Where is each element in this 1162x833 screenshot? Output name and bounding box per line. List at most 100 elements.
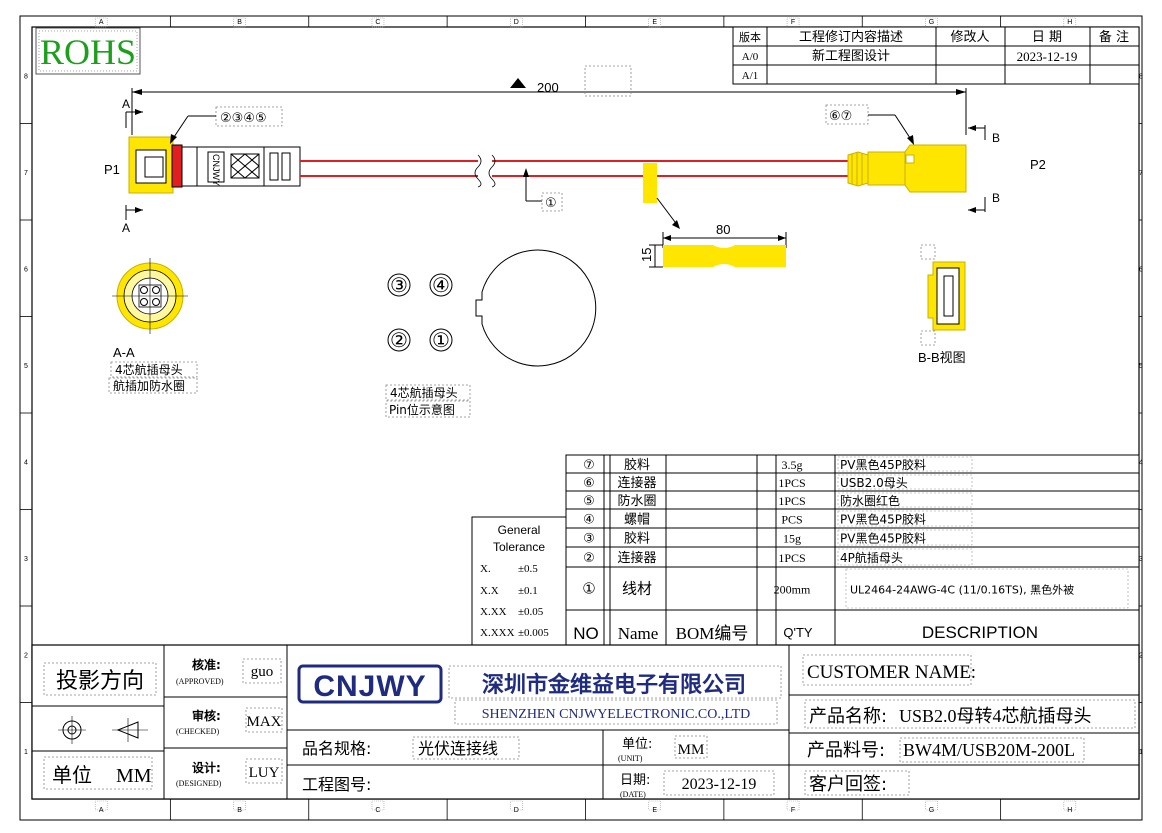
svg-text:(DATE): (DATE): [620, 790, 646, 799]
bom-row-no: ④: [583, 513, 595, 528]
svg-text:核准:: 核准:: [192, 657, 221, 672]
tolerance-key: X.X: [480, 585, 499, 597]
pin-2: ②: [390, 328, 408, 352]
rev-row1-date: 2023-12-19: [1017, 49, 1078, 64]
grid-col-f: F: [791, 807, 795, 814]
grid-row-4: 4: [1139, 459, 1143, 466]
bom-row-name: 胶料: [624, 531, 650, 547]
grid-row-8: 8: [24, 73, 28, 80]
svg-text:B-B视图: B-B视图: [918, 350, 966, 365]
svg-text:审核:: 审核:: [192, 708, 221, 723]
grid-col-d: D: [514, 807, 519, 814]
svg-text:Tolerance: Tolerance: [493, 540, 545, 554]
grid-row-2: 2: [24, 652, 28, 659]
svg-text:工程图号:: 工程图号:: [302, 775, 371, 794]
bom-row-no: ①: [582, 580, 595, 598]
bom-row-no: ⑤: [583, 494, 595, 509]
rev-header-date: 日 期: [1032, 30, 1062, 45]
grid-col-f: F: [791, 19, 795, 26]
date-value: 2023-12-19: [682, 776, 757, 793]
grid-col-g: G: [929, 807, 934, 814]
bom-row-name: 线材: [622, 580, 652, 598]
bom-row-qty: 1PCS: [778, 551, 805, 565]
svg-text:CNJWY: CNJWY: [211, 154, 221, 186]
tolerance-value: ±0.005: [518, 627, 549, 639]
bom-row-qty: 1PCS: [778, 476, 805, 490]
rev-header-note: 备 注: [1099, 29, 1129, 45]
bom-header-desc: DESCRIPTION: [922, 623, 1038, 642]
svg-text:A-A: A-A: [113, 345, 135, 360]
grid-row-7: 7: [24, 170, 28, 177]
bom-header-name: Name: [618, 624, 659, 643]
grid-col-c: C: [375, 19, 380, 26]
cable-label-tag: [643, 163, 680, 229]
grid-col-e: E: [652, 807, 657, 814]
svg-text:(APPROVED): (APPROVED): [176, 677, 224, 686]
unit2-value: MM: [678, 742, 705, 758]
grid-row-2: 2: [1139, 652, 1143, 659]
rev-row1-desc: 新工程图设计: [812, 48, 890, 64]
bom-row-name: 连接器: [617, 550, 656, 566]
bom-row-no: ③: [583, 532, 595, 547]
bom-header-no: NO: [573, 624, 599, 643]
pin-1: ①: [432, 328, 450, 352]
grid-col-d: D: [514, 19, 519, 26]
grid-row-3: 3: [24, 556, 28, 563]
rev-header-desc: 工程修订内容描述: [799, 29, 903, 45]
grid-row-8: 8: [1139, 73, 1143, 80]
cable: ①: [300, 154, 848, 212]
svg-text:品名规格:: 品名规格:: [302, 739, 371, 758]
svg-text:A: A: [122, 97, 130, 111]
pin-3: ③: [390, 273, 408, 297]
company-name-en: SHENZHEN CNJWYELECTRONIC.CO.,LTD: [482, 707, 751, 722]
section-b-marks: B B: [968, 125, 1000, 213]
product-name: USB2.0母转4芯航插母头: [899, 706, 1092, 726]
bom-row-desc: PV黑色45P胶料: [840, 512, 926, 527]
grid-row-1: 1: [1139, 749, 1143, 756]
svg-text:B: B: [992, 131, 1000, 145]
tolerance-key: X.XX: [480, 606, 507, 618]
bom-row-desc: PV黑色45P胶料: [840, 457, 926, 472]
grid-row-3: 3: [1139, 556, 1143, 563]
svg-text:A: A: [122, 221, 130, 235]
pin-4: ④: [432, 273, 450, 297]
bom-header-qty: Q'TY: [783, 625, 813, 640]
rev-header-by: 修改人: [950, 30, 989, 45]
bom-row-name: 螺帽: [624, 512, 650, 528]
grid-row-7: 7: [1139, 170, 1143, 177]
grid-col-h: H: [1067, 807, 1072, 814]
company-logo: CNJWY: [297, 664, 443, 704]
section-aa-view: A-A 4芯航插母头 航插加防水圈: [108, 258, 198, 394]
grid-col-b: B: [237, 19, 242, 26]
bom-row-qty: 1PCS: [778, 494, 805, 508]
bom-row-name: 连接器: [617, 475, 656, 491]
pin-diagram: ③ ④ ② ① 4芯航插母头 Pin位示意图: [385, 249, 597, 418]
grid-row-6: 6: [24, 266, 28, 273]
projection-symbol-icon: [58, 716, 148, 744]
tolerance-key: X.XXX: [480, 627, 515, 639]
part-number: BW4M/USB20M-200L: [903, 740, 1075, 760]
bom-row-desc: 防水圈红色: [840, 493, 900, 508]
rohs-mark: ROHS: [40, 32, 136, 72]
svg-text:日期:: 日期:: [620, 773, 650, 788]
projection-label: 投影方向: [56, 669, 144, 694]
label-detail: 80 15: [639, 222, 787, 268]
callout-right: ⑥⑦: [825, 104, 914, 145]
callout-wire: ①: [545, 196, 557, 211]
revision-table: 版本 工程修订内容描述 修改人 日 期 备 注 A/0 新工程图设计 2023-…: [732, 26, 1140, 85]
rev-row1-version: A/0: [742, 51, 759, 63]
grid-col-e: E: [652, 19, 657, 26]
p2-label: P2: [1030, 157, 1046, 172]
svg-text:15: 15: [639, 248, 654, 262]
svg-text:B: B: [992, 191, 1000, 205]
unit-value: MM: [116, 765, 152, 787]
checked-by: MAX: [246, 714, 281, 730]
title-block: 投影方向 单位 MM 核准: (APPROVED) guo 审核: (CHECK…: [31, 644, 1140, 800]
svg-text:(DESIGNED): (DESIGNED): [176, 779, 222, 788]
customer-name-label: CUSTOMER NAME:: [807, 662, 976, 683]
svg-text:航插加防水圈: 航插加防水圈: [113, 378, 185, 393]
bom-row-qty: 3.5g: [782, 458, 803, 472]
spec-value: 光伏连接线: [418, 739, 498, 758]
